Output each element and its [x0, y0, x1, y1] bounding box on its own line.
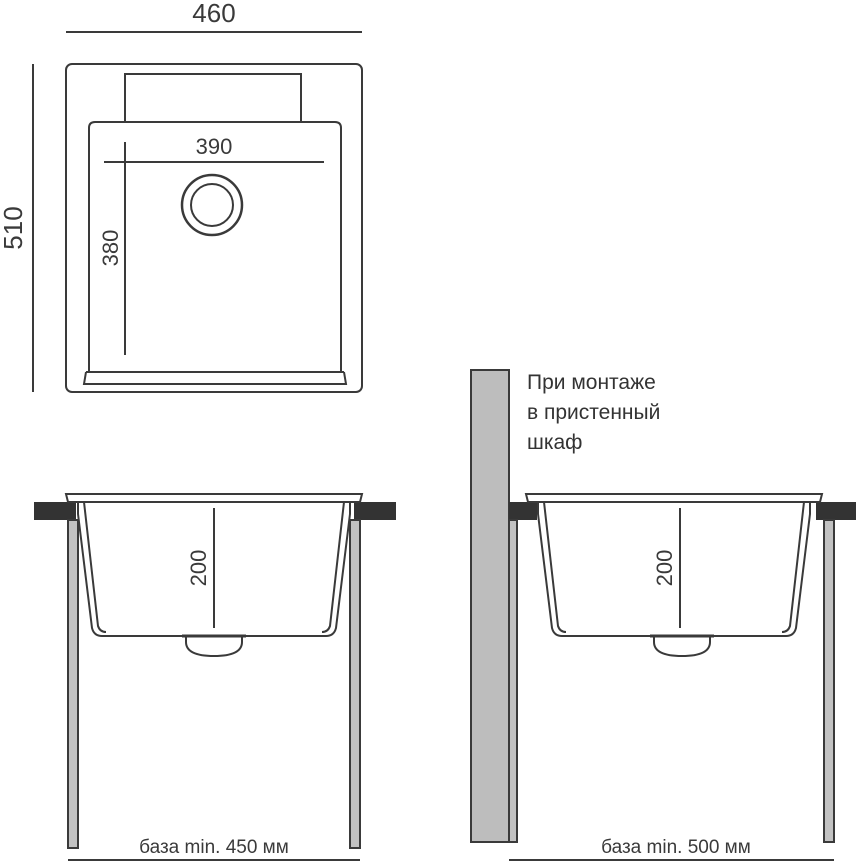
width-label: 460 — [192, 0, 235, 28]
cabinet-leg-right — [349, 519, 361, 849]
top-view — [32, 31, 363, 393]
sink-bowl-inner-right-b — [781, 501, 805, 633]
countertop-left — [34, 502, 76, 520]
drain-outer-ring — [180, 173, 244, 237]
cabinet-leg-right-a — [508, 519, 518, 843]
bowl-front-lip — [82, 371, 348, 385]
drain-inner-ring — [190, 183, 234, 227]
section-right: 200 база min. 500 мм При монтаже в прист… — [470, 369, 856, 861]
drain-fitting-right — [653, 636, 711, 658]
section-left: 200 база min. 450 мм — [34, 493, 396, 861]
countertop-right-b — [816, 502, 856, 520]
mounting-note-line-2: в пристенный — [527, 401, 660, 424]
cabinet-leg-right-b — [823, 519, 835, 843]
mounting-note-line-3: шкаф — [527, 431, 582, 454]
bowl-depth-label: 380 — [98, 230, 123, 267]
bowl-depth-label-left: 200 — [186, 550, 211, 587]
bowl-width-label: 390 — [196, 134, 233, 159]
base-label-left: база min. 450 мм — [139, 837, 289, 858]
wall-panel — [470, 369, 510, 843]
cabinet-leg-left — [67, 519, 79, 849]
sink-outline — [65, 63, 363, 393]
bowl-depth-label-right: 200 — [652, 550, 677, 587]
sink-bowl-inner-right — [321, 501, 345, 633]
sink-bowl-inner-left — [83, 501, 107, 633]
sink-rim-left — [64, 493, 364, 503]
base-label-right: база min. 500 мм — [601, 837, 751, 858]
sink-bowl-inner-right-a — [543, 501, 567, 633]
sink-rim-right — [524, 493, 824, 503]
drain-fitting-left — [185, 636, 243, 658]
bowl-outline — [88, 121, 342, 372]
countertop-right — [354, 502, 396, 520]
countertop-right-a — [509, 502, 537, 520]
mounting-note-line-1: При монтаже — [527, 371, 656, 394]
depth-label: 510 — [0, 206, 28, 249]
faucet-deck — [124, 73, 302, 122]
